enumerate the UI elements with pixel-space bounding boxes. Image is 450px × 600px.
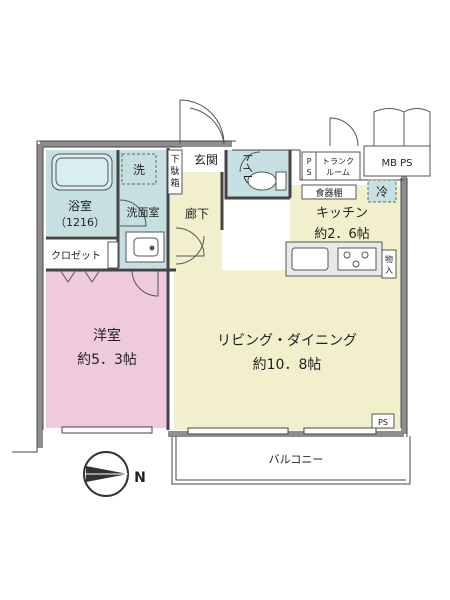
ps-vertical-label-2: S bbox=[306, 168, 311, 177]
kitchen-name: キッチン bbox=[316, 206, 368, 221]
mb-ps-box bbox=[363, 145, 431, 177]
washroom-label: 洗面室 bbox=[127, 205, 160, 219]
pantry-cabinet bbox=[301, 184, 357, 200]
living-room-size: 約10．8帖 bbox=[253, 357, 322, 373]
storage-label-1: 物 bbox=[385, 254, 393, 264]
fridge-space bbox=[367, 179, 397, 203]
western-room-floor bbox=[46, 270, 168, 428]
wash-basin bbox=[125, 231, 165, 263]
bath-size: （1216） bbox=[55, 216, 105, 229]
living-room-name: リビング・ダイニング bbox=[217, 333, 357, 349]
windows bbox=[61, 426, 377, 435]
entrance-floor bbox=[182, 150, 226, 172]
closet-label: クロゼット bbox=[51, 250, 101, 262]
door-swings bbox=[119, 99, 431, 297]
kitchen-size: 約2．6帖 bbox=[314, 227, 370, 242]
shoe-box-label-3: 箱 bbox=[170, 177, 179, 189]
trunk-room-label-2: ルーム bbox=[326, 168, 350, 177]
mb-ps-label: MB PS bbox=[381, 158, 412, 169]
compass-label: N bbox=[134, 470, 146, 486]
balcony-label: バルコニー bbox=[269, 453, 324, 466]
shoe-box-label-1: 下 bbox=[170, 155, 179, 165]
living-room-floor bbox=[174, 270, 400, 430]
shoe-box-label-2: 駄 bbox=[170, 165, 179, 177]
toilet-bowl bbox=[247, 171, 287, 191]
pantry-label: 食器棚 bbox=[315, 187, 342, 199]
ps-vertical-label-1: P bbox=[307, 157, 312, 166]
washer-label: 洗 bbox=[133, 163, 145, 177]
toilet-label: トイレ bbox=[241, 152, 254, 185]
ps-box bbox=[371, 413, 395, 429]
trunk-room bbox=[315, 151, 361, 181]
western-room-size: 約5．3帖 bbox=[77, 352, 137, 368]
kitchen-counter bbox=[285, 241, 383, 277]
ps-label: PS bbox=[378, 418, 388, 427]
closet-doors bbox=[59, 241, 119, 283]
storage-box bbox=[381, 249, 397, 279]
closet-floor bbox=[46, 242, 108, 268]
fridge-label: 冷 bbox=[376, 185, 388, 199]
western-room-name: 洋室 bbox=[93, 327, 121, 344]
bathtub bbox=[51, 153, 113, 191]
bath-name: 浴室 bbox=[68, 198, 92, 213]
balcony bbox=[171, 436, 411, 485]
toilet-label-text: トイレ bbox=[241, 152, 254, 185]
trunk-room-label-1: トランク bbox=[322, 157, 354, 166]
interior-walls bbox=[46, 148, 292, 430]
entrance-label: 玄関 bbox=[194, 152, 218, 167]
hallway-label: 廊下 bbox=[185, 206, 209, 221]
washer-space bbox=[121, 153, 157, 185]
shoe-box bbox=[167, 149, 183, 195]
north-arrow-icon bbox=[83, 451, 129, 497]
storage-label-2: 入 bbox=[385, 266, 393, 275]
